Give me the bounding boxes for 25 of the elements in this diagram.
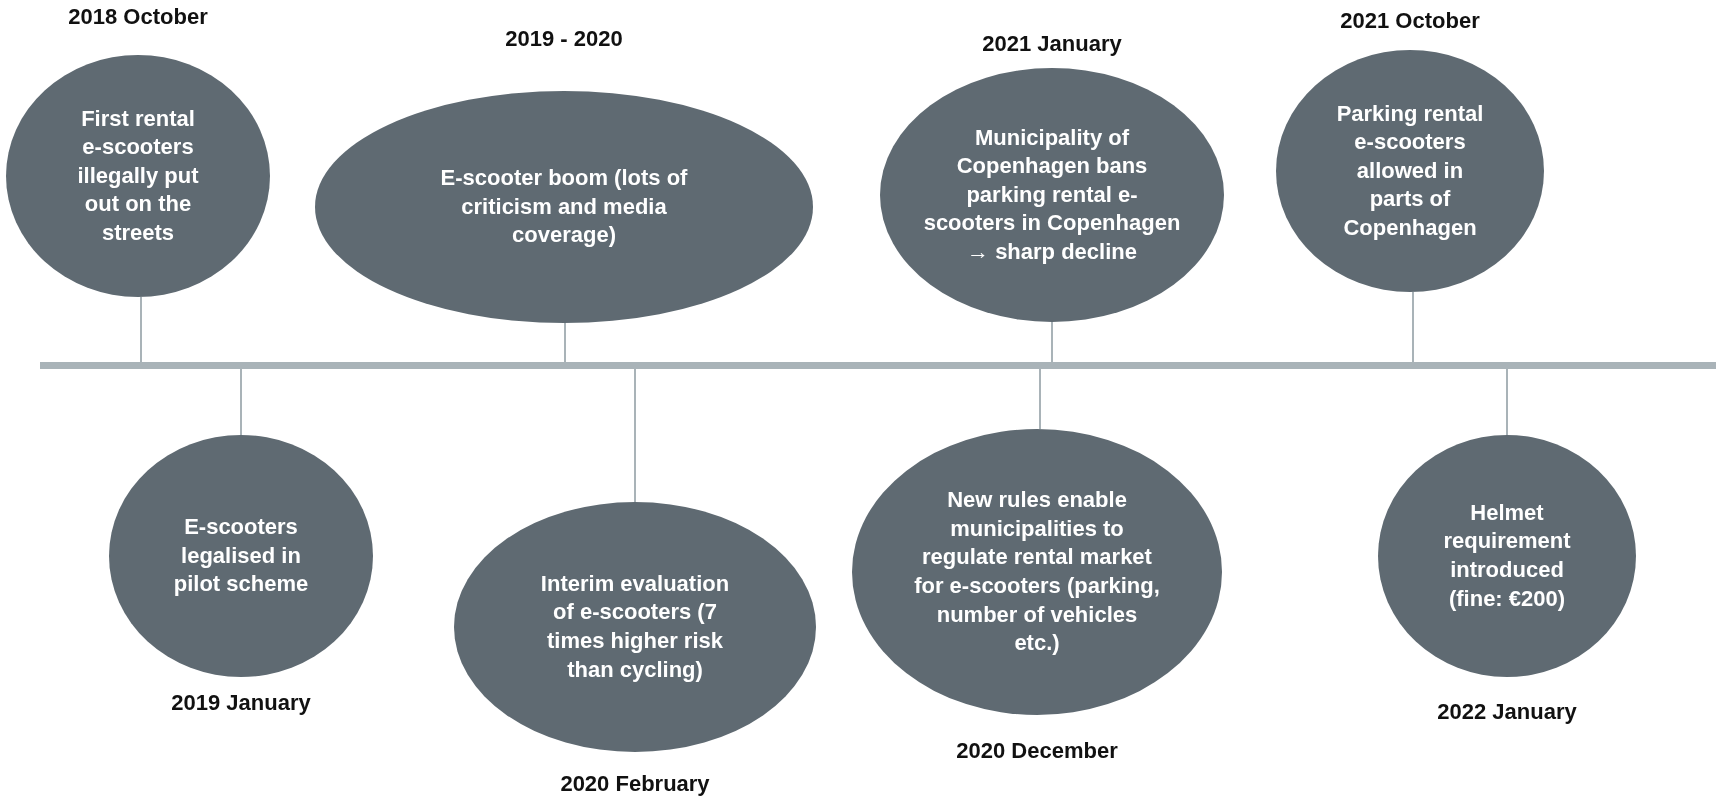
timeline-bar (40, 362, 1716, 369)
event-text: E-scooters legalised in pilot scheme (172, 513, 310, 599)
connector-line (140, 296, 142, 363)
date-label: 2020 December (956, 738, 1118, 764)
connector-line (1051, 321, 1053, 363)
connector-line (1412, 291, 1414, 363)
date-label: 2022 January (1437, 699, 1577, 725)
date-label: 2019 - 2020 (505, 26, 623, 52)
connector-line (1039, 368, 1041, 430)
event-text: E-scooter boom (lots of criticism and media coverage) (439, 164, 689, 250)
connector-line (634, 368, 636, 503)
event-text: Interim evaluation of e-scooters (7 times higher risk than cycling) (539, 569, 731, 684)
event-text: Helmet requirement introduced (fine: €200) (1442, 498, 1572, 613)
event-text: First rental e-scooters illegally put out on the streets (76, 104, 200, 247)
date-label: 2020 February (560, 771, 710, 797)
date-label: 2021 October (1340, 8, 1480, 34)
connector-line (1506, 368, 1508, 436)
event-text: Municipality of Copenhagen bans parking rental e-scooters in Copenhagen → sharp decline (922, 123, 1182, 266)
event-text: Parking rental e-scooters allowed in parts of Copenhagen (1335, 99, 1485, 242)
connector-line (240, 368, 242, 436)
connector-line (564, 322, 566, 363)
date-label: 2018 October (68, 4, 208, 30)
date-label: 2019 January (171, 690, 311, 716)
date-label: 2021 January (982, 31, 1122, 57)
event-text: New rules enable municipalities to regulate rental market for e-scooters (parking, number of vehicles etc.) (913, 486, 1161, 658)
